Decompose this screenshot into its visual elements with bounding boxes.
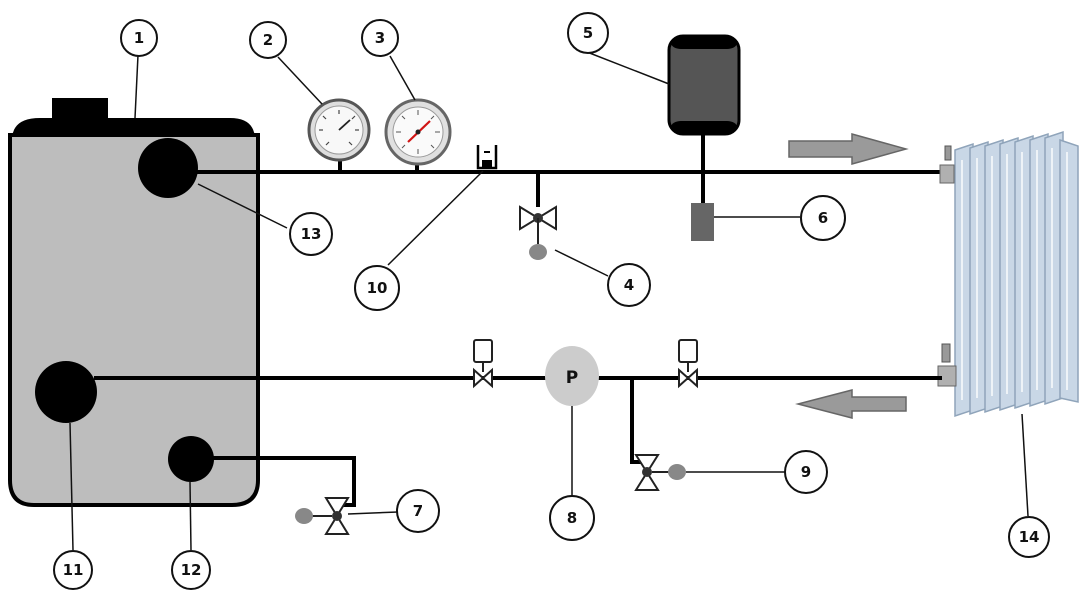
boiler <box>8 98 260 507</box>
return-shutoff-valve-left <box>473 339 493 389</box>
leader-7 <box>347 511 399 515</box>
leader-3 <box>389 55 416 101</box>
callout-6: 6 <box>800 195 846 241</box>
boiler-body <box>8 133 260 507</box>
callout-14: 14 <box>1008 516 1050 558</box>
callout-4: 4 <box>607 263 651 307</box>
svg-text:2: 2 <box>263 31 273 49</box>
leader-11 <box>69 422 74 551</box>
svg-text:13: 13 <box>301 225 322 243</box>
supply-outlet <box>138 138 198 198</box>
svg-text:8: 8 <box>567 509 577 527</box>
boiler-drain-valve <box>295 497 350 535</box>
callout-11: 11 <box>53 550 93 590</box>
leader-1 <box>134 54 139 119</box>
callout-13: 13 <box>289 212 333 256</box>
callout-1: 1 <box>120 19 158 57</box>
leader-14 <box>1021 413 1029 517</box>
svg-text:6: 6 <box>818 209 828 227</box>
callout-2: 2 <box>249 21 287 59</box>
svg-text:3: 3 <box>375 29 385 47</box>
callout-8: 8 <box>549 495 595 541</box>
callout-12: 12 <box>171 550 211 590</box>
svg-text:1: 1 <box>134 29 144 47</box>
pump-bypass-pipe <box>630 376 649 464</box>
leader-lines <box>69 51 1029 551</box>
svg-text:10: 10 <box>367 279 388 297</box>
circulation-pump: P <box>545 346 599 406</box>
svg-text:12: 12 <box>181 561 202 579</box>
leader-10 <box>387 170 484 266</box>
svg-text:9: 9 <box>801 463 811 481</box>
return-inlet <box>35 361 97 423</box>
leader-13 <box>197 183 288 229</box>
callout-5: 5 <box>567 12 609 54</box>
return-drain-valve <box>634 454 686 491</box>
drain-outlet <box>168 436 214 482</box>
return-flow-arrow <box>795 389 907 419</box>
callout-labels: 1 2 3 4 5 6 7 8 <box>53 12 1050 590</box>
leader-12 <box>189 481 192 551</box>
air-vent <box>476 145 498 170</box>
callout-7: 7 <box>396 489 440 533</box>
leader-4 <box>554 249 609 277</box>
svg-text:11: 11 <box>63 561 84 579</box>
leader-2 <box>277 56 323 105</box>
callout-3: 3 <box>361 19 399 57</box>
svg-text:7: 7 <box>413 502 423 520</box>
svg-text:4: 4 <box>624 276 634 294</box>
svg-text:14: 14 <box>1019 528 1040 546</box>
svg-text:5: 5 <box>583 24 593 42</box>
radiator <box>937 130 1079 418</box>
supply-drain-valve <box>519 205 557 260</box>
return-shutoff-valve-right <box>678 339 698 389</box>
safety-device <box>691 203 714 241</box>
supply-flow-arrow <box>788 133 909 165</box>
leader-5 <box>586 51 670 85</box>
callout-9: 9 <box>784 450 828 494</box>
expansion-tank <box>667 34 741 136</box>
drain-pipe <box>212 456 356 507</box>
pump-symbol: P <box>566 368 578 388</box>
pressure-gauge <box>307 98 371 162</box>
callout-10: 10 <box>354 265 400 311</box>
thermometer-gauge <box>384 98 452 166</box>
